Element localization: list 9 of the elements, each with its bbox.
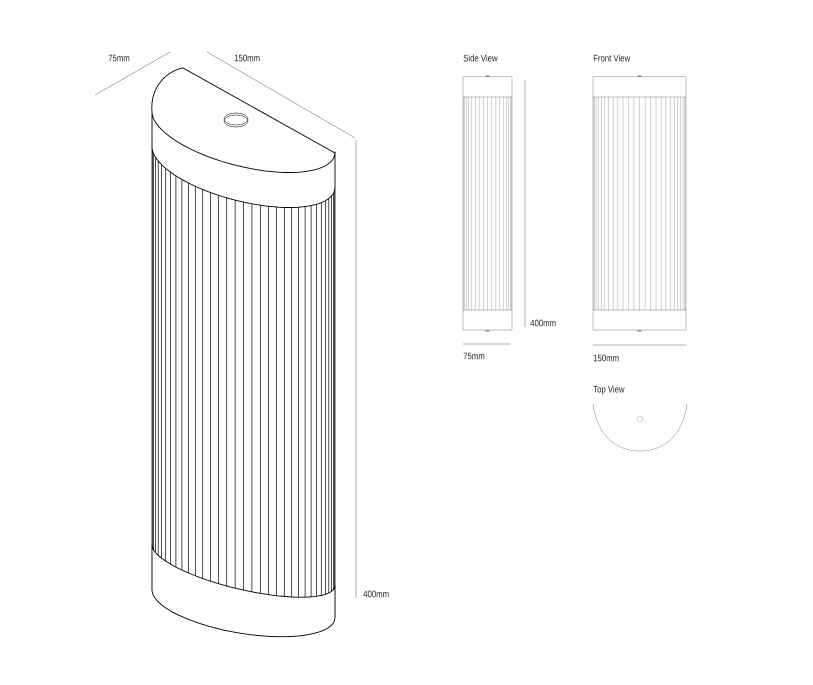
dimension-label: 75mm [108, 54, 130, 62]
dimension-label: 150mm [594, 354, 619, 362]
dimension-label: 150mm [234, 54, 260, 62]
dimension-label: 400mm [530, 320, 556, 326]
dimension-label: 400mm [363, 590, 389, 598]
view-title: Side View [464, 54, 498, 62]
view-title: Top View [593, 386, 625, 394]
view-title: Front View [594, 54, 630, 62]
dimension-label: 75mm [464, 352, 484, 360]
